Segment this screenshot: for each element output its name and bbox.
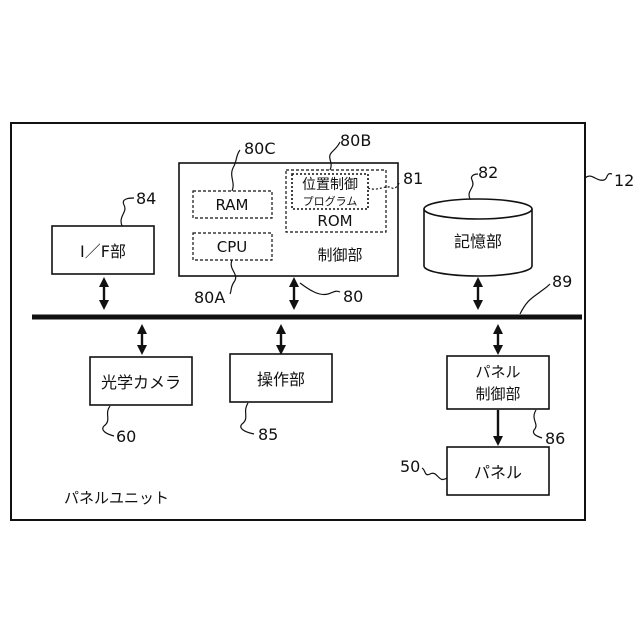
ref-80b: 80B <box>340 131 371 150</box>
ref-80a: 80A <box>194 288 225 307</box>
panel-unit-label: パネルユニット <box>64 489 169 507</box>
leader-60 <box>103 406 114 436</box>
ref-12: 12 <box>614 171 634 190</box>
leader-82 <box>469 174 478 199</box>
leader-85 <box>241 403 254 434</box>
panel-label: パネル <box>474 463 522 482</box>
ref-50: 50 <box>400 457 420 476</box>
leader-84 <box>121 198 134 226</box>
control-unit-box <box>179 163 398 276</box>
leader-80 <box>300 283 340 295</box>
ref-84: 84 <box>136 189 156 208</box>
program-label-line1: 位置制御 <box>302 177 358 193</box>
rom-label: ROM <box>317 212 352 230</box>
if-unit-label: I／F部 <box>80 242 126 261</box>
storage-label: 記憶部 <box>454 232 502 251</box>
program-label-line2: プログラム <box>303 194 358 208</box>
ref-81: 81 <box>403 169 423 188</box>
ram-label: RAM <box>215 196 248 214</box>
ref-89: 89 <box>552 272 572 291</box>
control-unit-label: 制御部 <box>317 246 362 264</box>
ref-85: 85 <box>258 425 278 444</box>
leader-89 <box>520 284 550 314</box>
panel-control-label-line1: パネル <box>475 363 520 381</box>
leader-86 <box>533 410 542 438</box>
operation-label: 操作部 <box>257 370 305 389</box>
cpu-label: CPU <box>217 238 248 256</box>
camera-label: 光学カメラ <box>101 373 181 392</box>
ref-82: 82 <box>478 163 498 182</box>
ref-80c: 80C <box>244 139 276 158</box>
panel-control-label-line2: 制御部 <box>475 385 520 403</box>
leader-50 <box>422 468 447 480</box>
ref-80: 80 <box>343 287 363 306</box>
leader-12 <box>585 174 612 181</box>
ref-86: 86 <box>545 429 565 448</box>
ref-60: 60 <box>116 427 136 446</box>
